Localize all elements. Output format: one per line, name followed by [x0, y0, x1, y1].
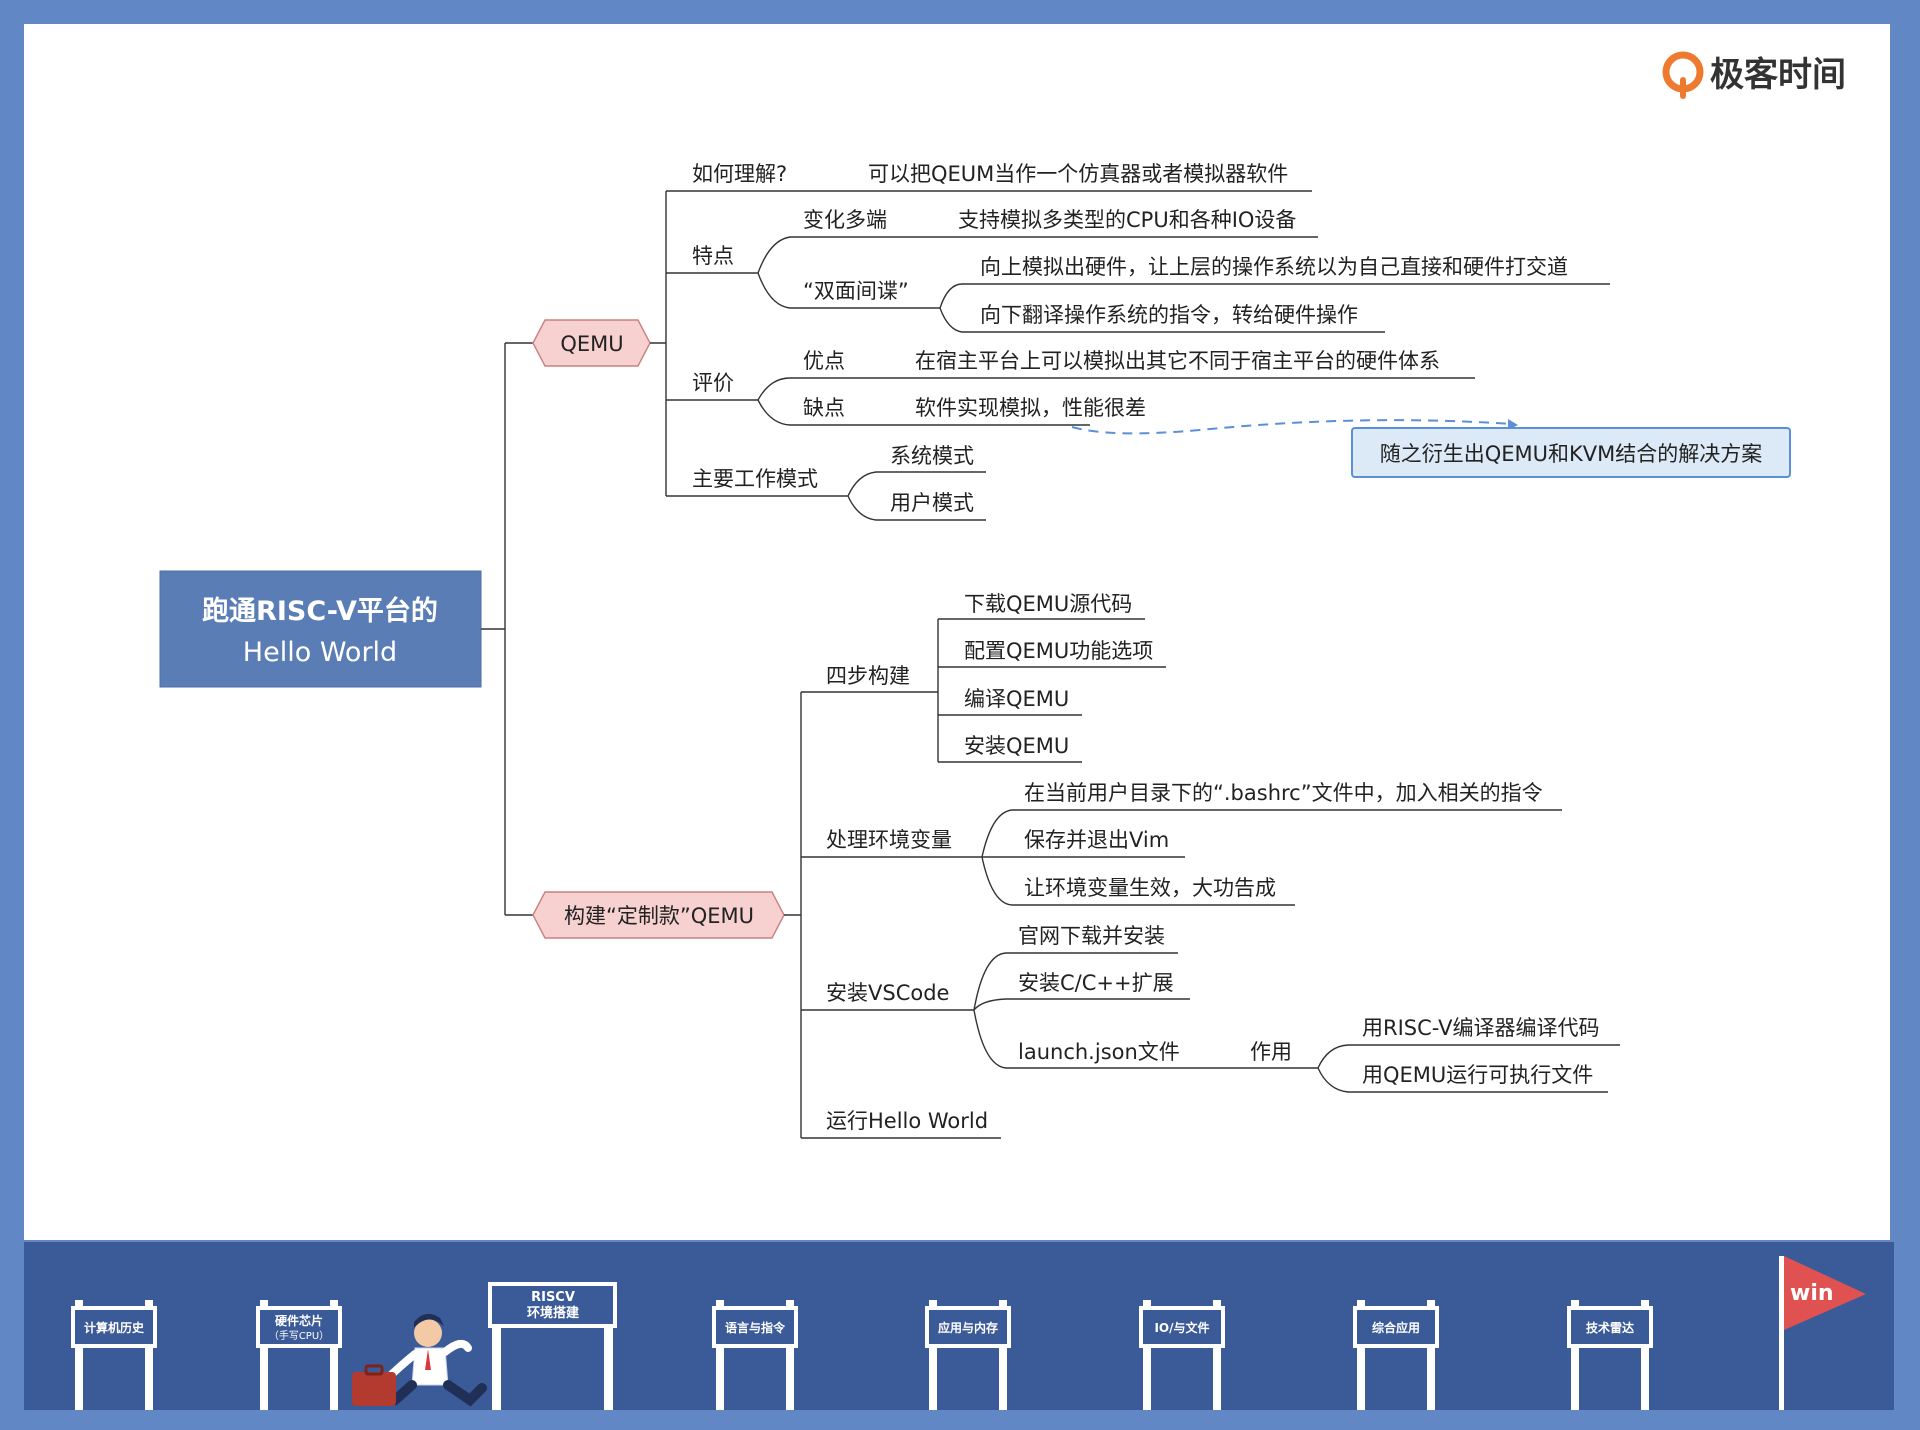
env-label: 处理环境变量 — [826, 828, 952, 852]
callout-connector — [1071, 419, 1513, 435]
gate-8-label: 技术雷达 — [1586, 1320, 1634, 1335]
mode-user: 用户模式 — [890, 491, 974, 515]
briefcase-icon — [352, 1372, 396, 1406]
win-flag: win — [1779, 1256, 1866, 1410]
step-1: 下载QEMU源代码 — [964, 592, 1132, 616]
gate-3-label: RISCV — [531, 1290, 575, 1305]
root-node[interactable]: 跑通RISC-V平台的 Hello World — [159, 570, 482, 688]
flag-label: win — [1790, 1281, 1834, 1306]
cons-detail: 软件实现模拟，性能很差 — [915, 396, 1146, 420]
gate-5: 应用与内存 — [925, 1300, 1011, 1410]
launch-item-1: 用RISC-V编译器编译代码 — [1362, 1016, 1600, 1040]
features-label: 特点 — [692, 244, 734, 268]
env-item-1: 在当前用户目录下的“.bashrc”文件中，加入相关的指令 — [1024, 781, 1543, 805]
modes-label: 主要工作模式 — [692, 467, 818, 491]
gate-6-label: IO/与文件 — [1154, 1320, 1209, 1335]
launch-role-label: 作用 — [1250, 1040, 1292, 1064]
gate-2-label: 硬件芯片 — [275, 1313, 323, 1328]
vscode-download: 官网下载并安装 — [1018, 924, 1165, 948]
gate-7: 综合应用 — [1353, 1300, 1439, 1410]
gate-2: 硬件芯片 （手写CPU） — [256, 1300, 342, 1410]
understand-answer: 可以把QEUM当作一个仿真器或者模拟器软件 — [868, 162, 1288, 186]
pros-detail: 在宿主平台上可以模拟出其它不同于宿主平台的硬件体系 — [915, 349, 1440, 373]
flag-icon — [1784, 1256, 1866, 1330]
custom-label: 构建“定制款”QEMU — [564, 904, 754, 928]
qemu-node[interactable]: QEMU — [532, 319, 651, 367]
env-item-3: 让环境变量生效，大功告成 — [1024, 876, 1276, 900]
root-title-line2: Hello World — [243, 637, 397, 668]
gate-5-label: 应用与内存 — [938, 1320, 998, 1335]
dual-up: 向上模拟出硬件，让上层的操作系统以为自己直接和硬件打交道 — [980, 255, 1568, 279]
vscode-label: 安装VSCode — [826, 981, 949, 1005]
dual-label: “双面间谍” — [803, 279, 909, 303]
step-3: 编译QEMU — [964, 687, 1069, 711]
custom-qemu-node[interactable]: 构建“定制款”QEMU — [532, 891, 785, 939]
callout-text: 随之衍生出QEMU和KVM结合的解决方案 — [1380, 442, 1763, 466]
launch-item-2: 用QEMU运行可执行文件 — [1362, 1063, 1593, 1087]
vscode-ext: 安装C/C++扩展 — [1018, 971, 1174, 995]
mode-system: 系统模式 — [890, 444, 974, 468]
gate-3: RISCV 环境搭建 — [488, 1282, 617, 1410]
gate-1-label: 计算机历史 — [84, 1320, 145, 1335]
understand-label: 如何理解? — [692, 162, 787, 186]
gate-3-sub: 环境搭建 — [527, 1305, 579, 1321]
launch-json-label: launch.json文件 — [1018, 1040, 1180, 1064]
cons-label: 缺点 — [803, 396, 845, 420]
step-4: 安装QEMU — [964, 734, 1069, 758]
run-hello-world: 运行Hello World — [826, 1109, 988, 1133]
pros-label: 优点 — [803, 349, 845, 373]
step-2: 配置QEMU功能选项 — [964, 639, 1153, 663]
gate-8: 技术雷达 — [1567, 1300, 1653, 1410]
dual-down: 向下翻译操作系统的指令，转给硬件操作 — [980, 303, 1358, 327]
four-steps-label: 四步构建 — [826, 664, 910, 688]
callout-box[interactable]: 随之衍生出QEMU和KVM结合的解决方案 — [1351, 427, 1791, 478]
gate-4-label: 语言与指令 — [725, 1320, 786, 1335]
runner-icon — [352, 1313, 487, 1407]
logo-text: 极客时间 — [1710, 55, 1846, 95]
gate-6: IO/与文件 — [1139, 1300, 1225, 1410]
root-title-line1: 跑通RISC-V平台的 — [202, 595, 438, 627]
env-item-2: 保存并退出Vim — [1024, 828, 1169, 852]
gate-7-label: 综合应用 — [1372, 1320, 1420, 1335]
gate-1: 计算机历史 — [71, 1300, 157, 1410]
evaluation-label: 评价 — [692, 371, 734, 395]
qemu-label: QEMU — [560, 332, 623, 356]
varied-detail: 支持模拟多类型的CPU和各种IO设备 — [958, 208, 1296, 232]
varied-label: 变化多端 — [803, 208, 887, 232]
gate-2-sub: （手写CPU） — [269, 1329, 329, 1342]
gate-4: 语言与指令 — [712, 1300, 798, 1410]
brand-logo: 极客时间 — [1662, 51, 1846, 99]
